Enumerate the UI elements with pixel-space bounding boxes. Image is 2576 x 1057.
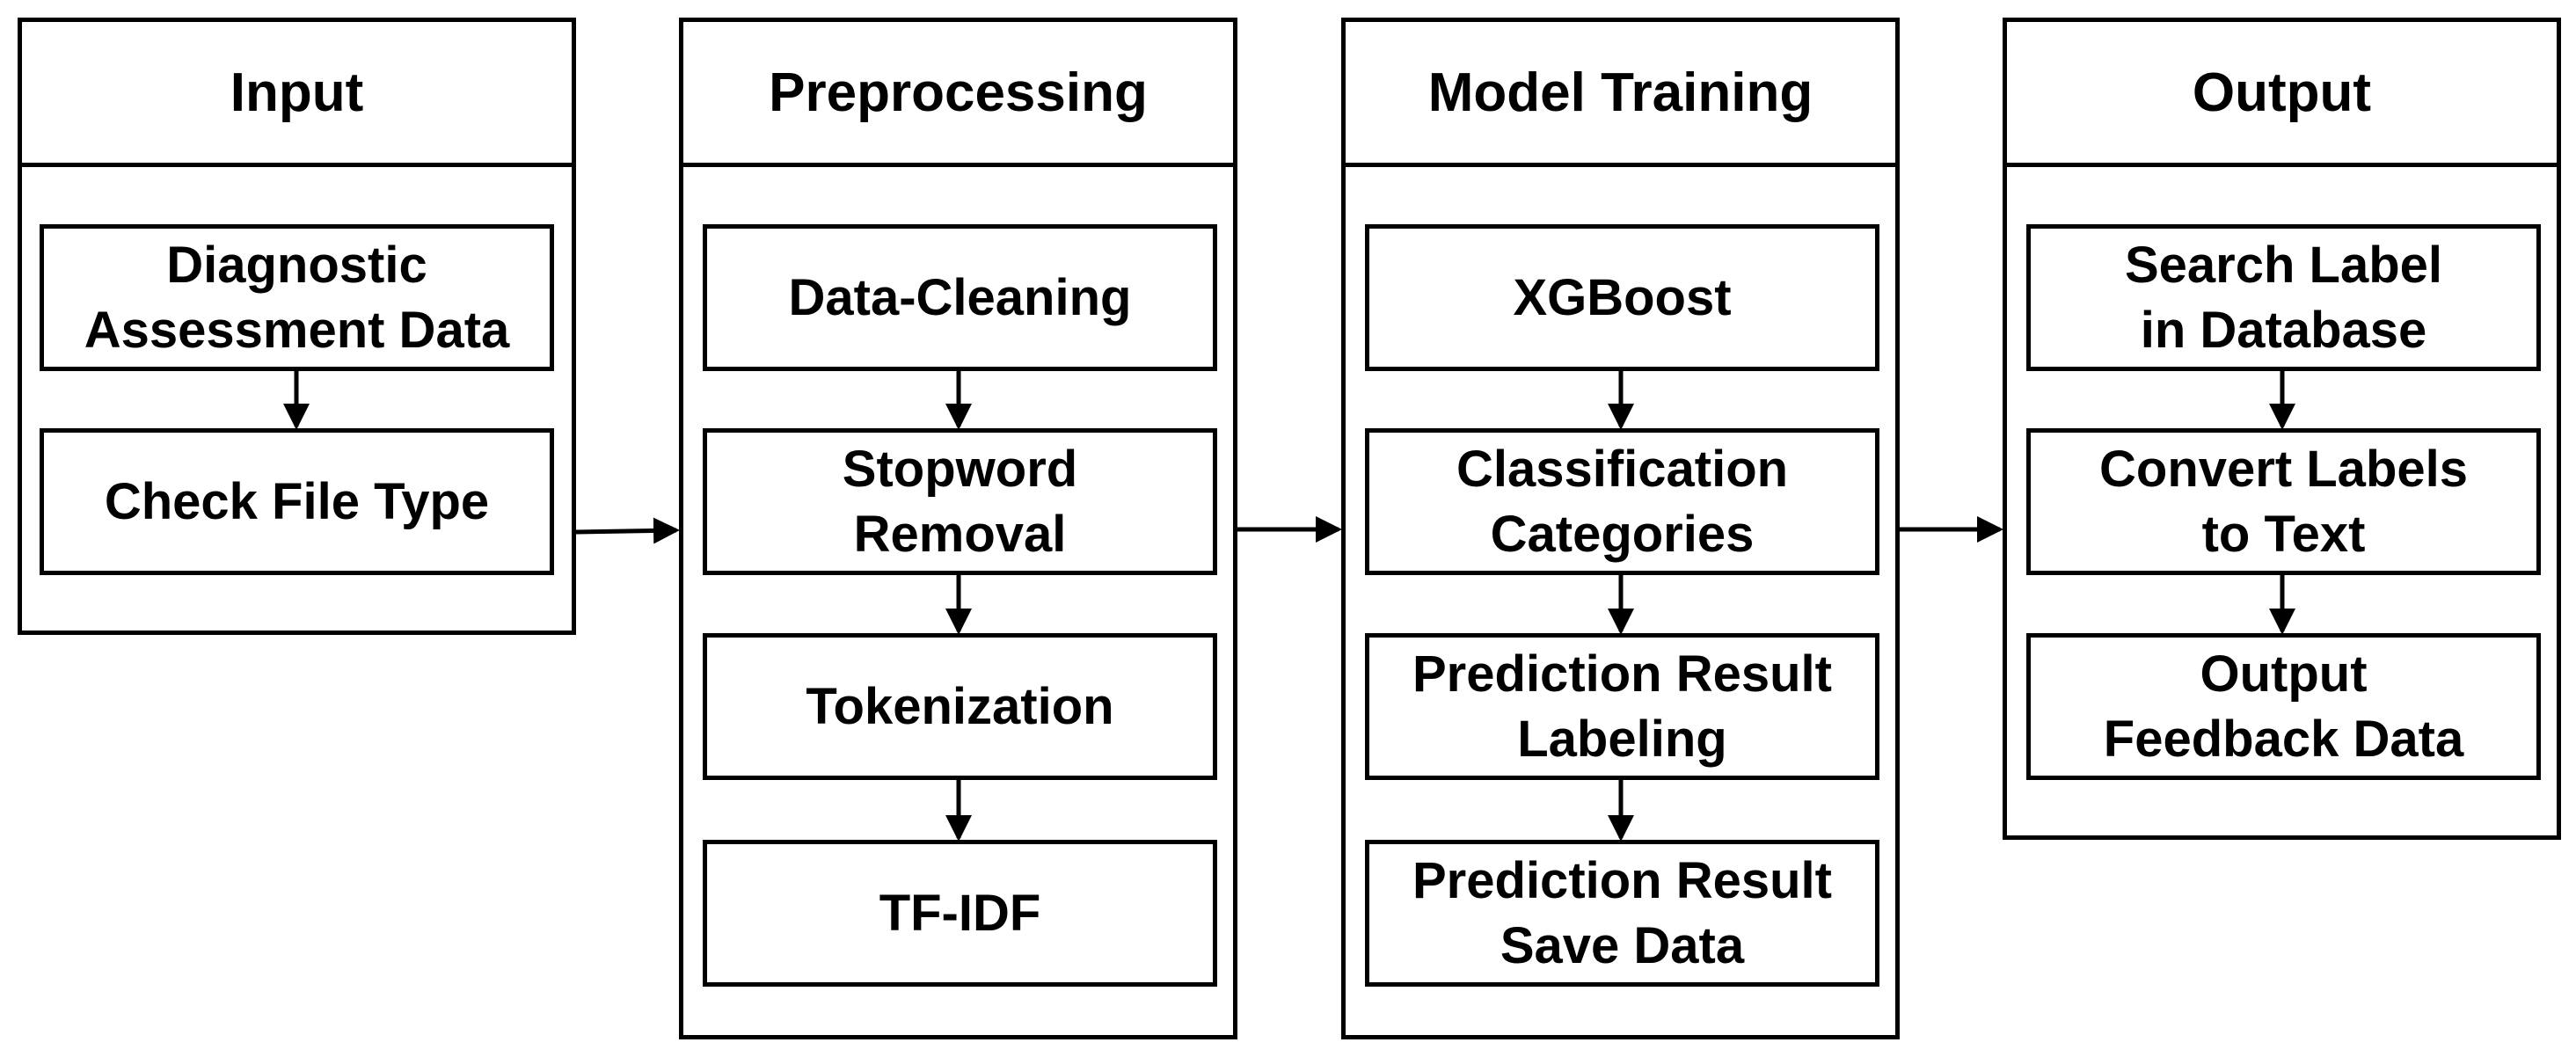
step-stopword-removal: Stopword Removal [703,428,1217,575]
step-xgboost: XGBoost [1365,224,1879,371]
model-training-column-title: Model Training [1346,22,1895,167]
step-search-label-in-database: Search Label in Database [2026,224,2541,371]
step-prediction-result-save-data: Prediction Result Save Data [1365,840,1879,987]
step-tf-idf: TF-IDF [703,840,1217,987]
model-training-column: Model Training XGBoost Classification Ca… [1341,18,1900,1039]
step-tokenization: Tokenization [703,633,1217,780]
step-classification-categories: Classification Categories [1365,428,1879,575]
step-output-feedback-data: Output Feedback Data [2026,633,2541,780]
step-convert-labels-to-text: Convert Labels to Text [2026,428,2541,575]
output-column: Output Search Label in Database Convert … [2003,18,2561,840]
preprocessing-column-title: Preprocessing [683,22,1233,167]
preprocessing-column: Preprocessing Data-Cleaning Stopword Rem… [679,18,1237,1039]
arrow-input-to-preprocessing [575,517,680,544]
input-column-title: Input [22,22,572,167]
output-column-title: Output [2007,22,2557,167]
step-data-cleaning: Data-Cleaning [703,224,1217,371]
step-diagnostic-assessment-data: Diagnostic Assessment Data [40,224,554,371]
input-column: Input Diagnostic Assessment Data Check F… [18,18,576,635]
step-check-file-type: Check File Type [40,428,554,575]
step-prediction-result-labeling: Prediction Result Labeling [1365,633,1879,780]
